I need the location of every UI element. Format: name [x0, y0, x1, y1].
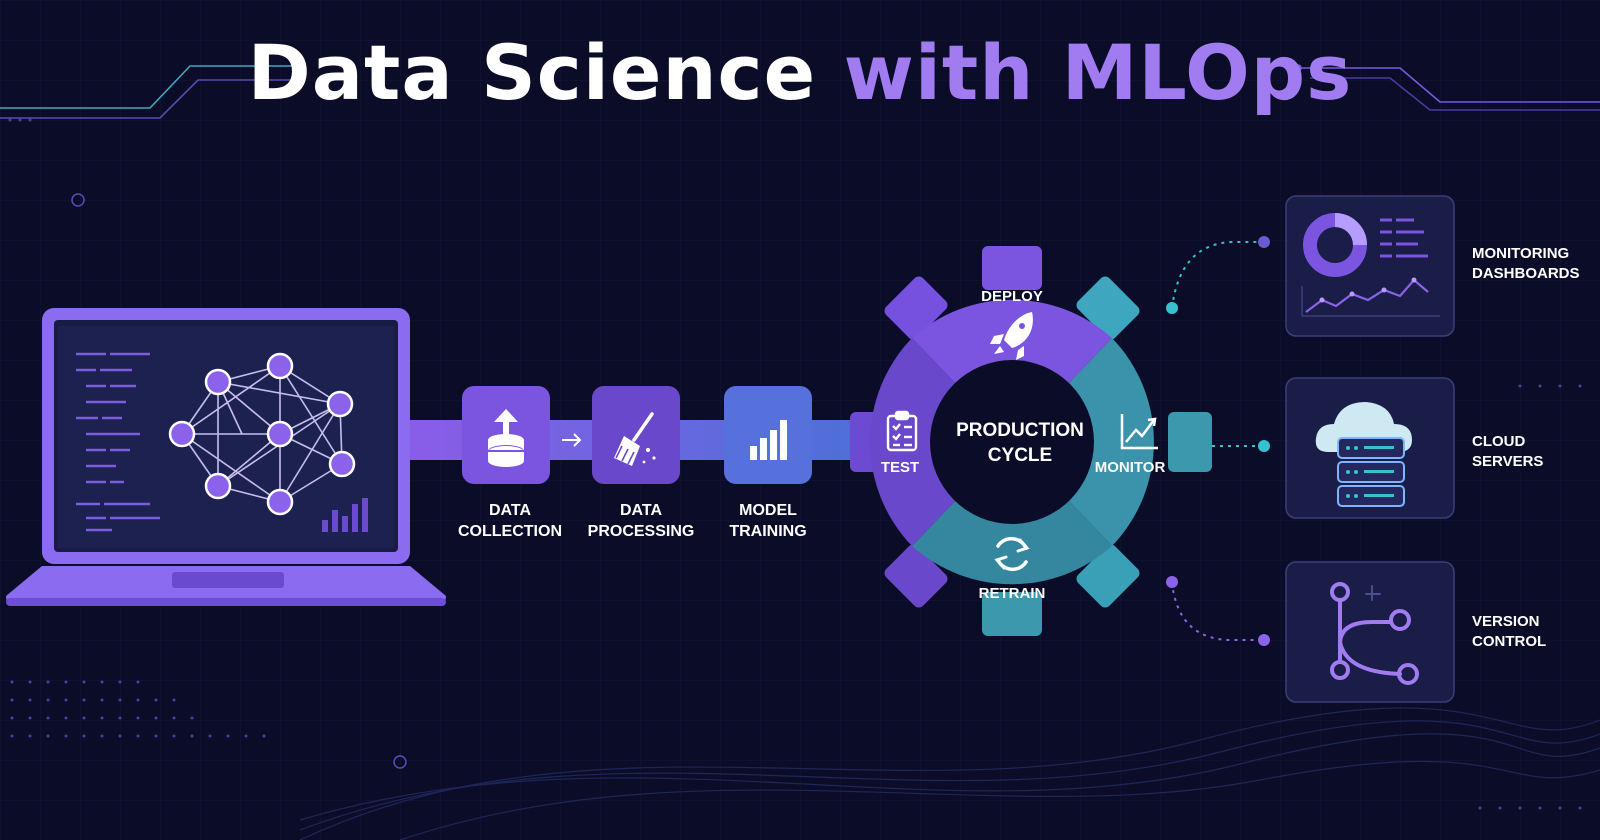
- clipboard-checklist-icon: [886, 410, 918, 452]
- segment-label-test: TEST: [881, 459, 919, 476]
- gear-segment-test[interactable]: [870, 338, 958, 546]
- step-label-data-processing: DATA PROCESSING: [566, 500, 716, 542]
- title-part-white: Data Science: [247, 28, 817, 117]
- arrow-right-icon: [562, 433, 582, 447]
- output-label-line: MONITORING: [1472, 245, 1570, 262]
- line-chart-icon: [1120, 414, 1158, 450]
- card-version-control[interactable]: [1285, 561, 1455, 703]
- dashboard-icon: [1301, 213, 1440, 317]
- page-title: Data Science with MLOps: [0, 28, 1600, 117]
- step-label-line: DATA: [488, 502, 532, 519]
- wave-lines: [299, 707, 1600, 840]
- gear-segment-monitor[interactable]: [1066, 338, 1154, 546]
- step-label-line: COLLECTION: [458, 523, 562, 540]
- segment-label-retrain: RETRAIN: [979, 585, 1046, 602]
- step-model-training[interactable]: [724, 386, 812, 484]
- gear-segment-retrain[interactable]: [912, 498, 1112, 585]
- production-cycle-gear: DEPLOY MONITOR RETRAIN TEST: [850, 246, 1212, 636]
- neural-network-icon: [168, 352, 356, 516]
- dot-grid-left: [10, 680, 266, 738]
- title-part-purple: with MLOps: [843, 28, 1353, 117]
- rocket-icon: [990, 312, 1033, 360]
- label-cloud-servers: CLOUD SERVERS: [1472, 432, 1600, 472]
- mini-bar-chart: [322, 498, 368, 532]
- database-upload-icon: [488, 409, 524, 467]
- gear-teeth: [850, 246, 1212, 636]
- connector-version-control: [1171, 581, 1264, 641]
- git-branch-icon: [1330, 582, 1419, 685]
- step-label-line: PROCESSING: [587, 523, 695, 540]
- segment-label-deploy: DEPLOY: [981, 288, 1043, 305]
- card-monitoring-dashboards[interactable]: [1285, 195, 1455, 337]
- output-label-line: CONTROL: [1472, 633, 1547, 650]
- output-label-line: DASHBOARDS: [1472, 265, 1580, 282]
- circuit-lines-right: [1294, 64, 1600, 111]
- production-cycle-label: PRODUCTION CYCLE: [940, 418, 1100, 468]
- gear-center: [930, 360, 1094, 524]
- output-label-line: SERVERS: [1472, 453, 1544, 470]
- step-data-collection[interactable]: [462, 386, 550, 484]
- label-version-control: VERSION CONTROL: [1472, 612, 1600, 652]
- step-label-data-collection: DATA COLLECTION: [435, 500, 585, 542]
- card-cloud-servers[interactable]: [1285, 377, 1455, 519]
- step-label-line: TRAINING: [729, 523, 807, 540]
- code-lines: [76, 352, 160, 532]
- connector-dashboards: [1171, 241, 1264, 309]
- segment-label-monitor: MONITOR: [1095, 459, 1166, 476]
- output-label-line: VERSION: [1472, 613, 1540, 630]
- circuit-lines-left: [0, 62, 306, 119]
- laptop-illustration: [6, 308, 446, 606]
- bar-chart-icon: [750, 420, 787, 460]
- output-label-line: CLOUD: [1472, 433, 1526, 450]
- label-monitoring-dashboards: MONITORING DASHBOARDS: [1472, 244, 1600, 284]
- step-data-processing[interactable]: [592, 386, 680, 484]
- step-label-model-training: MODEL TRAINING: [693, 500, 843, 542]
- step-label-line: MODEL: [739, 502, 797, 519]
- center-label-line: CYCLE: [987, 445, 1053, 466]
- cloud-server-icon: [1315, 402, 1412, 507]
- broom-icon: [614, 412, 656, 466]
- center-label-line: PRODUCTION: [956, 420, 1084, 441]
- refresh-icon: [994, 536, 1030, 572]
- step-label-line: DATA: [619, 502, 663, 519]
